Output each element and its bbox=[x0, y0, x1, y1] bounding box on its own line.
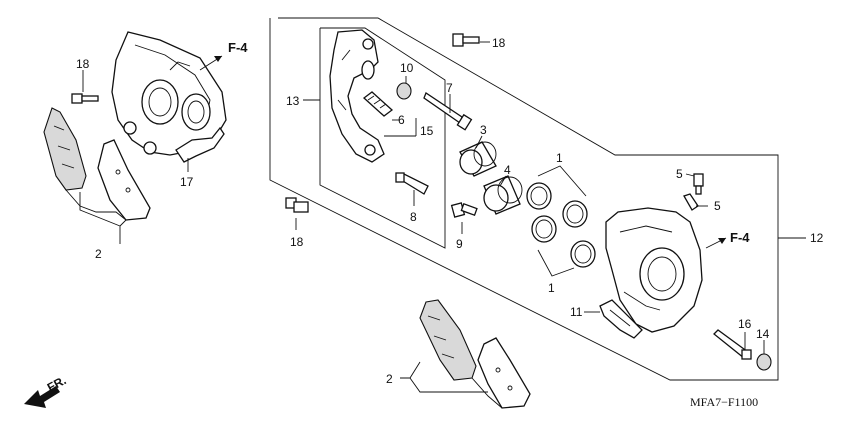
callout-3: 5 bbox=[676, 167, 683, 181]
caliper-body-left bbox=[111, 31, 227, 156]
pad-pin-16 bbox=[713, 329, 752, 360]
callout-12: 12 bbox=[810, 231, 824, 245]
f4-right-arrow bbox=[705, 237, 727, 249]
callout-13: 13 bbox=[286, 94, 300, 108]
cap-11 bbox=[396, 82, 412, 100]
callout-7: 6 bbox=[398, 113, 405, 127]
retainer-plate-7 bbox=[362, 91, 394, 117]
callout-4: 5 bbox=[714, 199, 721, 213]
callout-16: 16 bbox=[738, 317, 752, 331]
f4-top-arrow bbox=[199, 55, 223, 71]
bracket-pin-boot bbox=[361, 60, 375, 80]
callout-5-lower: 4 bbox=[504, 163, 511, 177]
callout-18-upper-left: 18 bbox=[76, 57, 90, 71]
callout-17: 17 bbox=[180, 175, 194, 189]
bleed-cap-4 bbox=[683, 193, 699, 211]
piston-5-lower bbox=[483, 175, 523, 215]
front-direction-arrow bbox=[24, 386, 60, 408]
caliper-body-right bbox=[605, 207, 703, 333]
pad-retainer-6 bbox=[599, 299, 643, 339]
brake-pads-bottom bbox=[419, 299, 531, 409]
callout-1-lower: 1 bbox=[548, 281, 555, 295]
diagram-code: MFA7−F1100 bbox=[690, 395, 758, 409]
bolt-10 bbox=[450, 202, 478, 218]
callout-15: 15 bbox=[420, 124, 434, 138]
caliper-assembly-outline bbox=[269, 17, 779, 381]
seal-1-a bbox=[526, 182, 552, 210]
bleed-screw-3 bbox=[693, 173, 704, 195]
callout-5-upper: 3 bbox=[480, 123, 487, 137]
ref-f4-right: F-4 bbox=[730, 230, 750, 245]
callout-6: 11 bbox=[570, 305, 583, 319]
pin-9 bbox=[395, 172, 429, 195]
callout-11: 10 bbox=[400, 61, 414, 75]
callout-2-bottom: 2 bbox=[386, 372, 393, 386]
bolt-18-top bbox=[452, 33, 480, 47]
callout-18-bottom: 18 bbox=[290, 235, 304, 249]
brake-pads-left bbox=[43, 107, 151, 221]
callout-8: 7 bbox=[446, 81, 453, 95]
callout-1-upper: 1 bbox=[556, 151, 563, 165]
callout-9: 8 bbox=[410, 210, 417, 224]
callout-2-left: 2 bbox=[95, 247, 102, 261]
seal-1-d bbox=[570, 240, 596, 268]
seal-1-b bbox=[562, 200, 588, 228]
piston-5-upper bbox=[459, 141, 497, 177]
bolt-18-top-left bbox=[71, 93, 99, 104]
bracket-kit-outline bbox=[319, 27, 446, 249]
bolt-18-bottom bbox=[285, 197, 309, 213]
ref-f4-top: F-4 bbox=[228, 40, 248, 55]
leader-lines bbox=[79, 41, 806, 393]
pin-8 bbox=[423, 92, 473, 131]
callout-18-top: 18 bbox=[492, 36, 506, 50]
seal-1-c bbox=[531, 215, 557, 243]
callout-10: 9 bbox=[456, 237, 463, 251]
callout-14: 14 bbox=[756, 327, 770, 341]
plug-14 bbox=[756, 353, 772, 371]
